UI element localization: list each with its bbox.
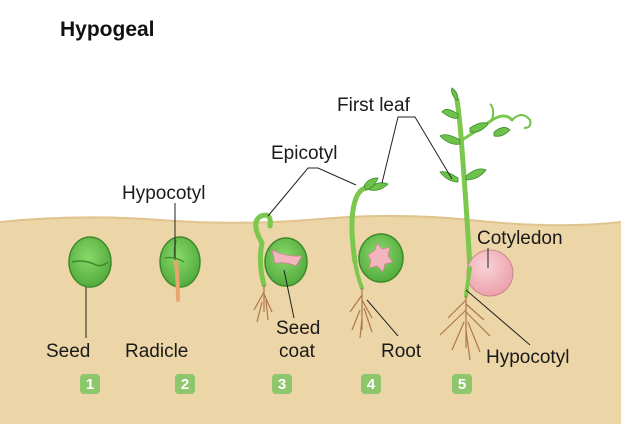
stage-number-5: 5 (458, 376, 466, 393)
stage-number-4: 4 (367, 376, 376, 393)
stage-badge-4: 4 (361, 374, 381, 394)
stage-5-plant (439, 87, 532, 361)
label-radicle: Radicle (125, 341, 188, 362)
label-first-leaf: First leaf (337, 95, 411, 116)
label-hypocotyl-top: Hypocotyl (122, 183, 205, 204)
label-epicotyl: Epicotyl (271, 143, 338, 164)
stage-2-seed (159, 236, 201, 302)
stage-badge-1: 1 (80, 374, 100, 394)
stage-3-seedling (253, 212, 308, 323)
radicle-shape (174, 260, 180, 302)
diagram-title: Hypogeal (60, 18, 155, 41)
stage-number-3: 3 (278, 376, 286, 393)
stage-badge-2: 2 (175, 374, 195, 394)
epicotyl-pointer-lines (267, 167, 357, 217)
root-pointer-line (366, 299, 399, 337)
label-root: Root (381, 341, 422, 362)
stage-badge-3: 3 (272, 374, 292, 394)
stage-1-seed (68, 236, 112, 288)
label-seed: Seed (46, 341, 90, 362)
soil-surface-line (0, 214, 621, 227)
stage-number-2: 2 (181, 376, 189, 393)
hypocotyl-pointer-line-bottom (465, 289, 531, 346)
stage-4-seedling (349, 177, 404, 339)
label-cotyledon: Cotyledon (477, 228, 563, 249)
first-leaf-pointer-lines (381, 116, 453, 184)
stage-badge-5: 5 (452, 374, 472, 394)
label-hypocotyl-bottom: Hypocotyl (486, 347, 569, 368)
label-seed-coat-line2: coat (279, 341, 316, 362)
label-seed-coat-line1: Seed (276, 318, 320, 339)
stage-number-1: 1 (86, 376, 94, 393)
seed-coat-pointer-line (283, 269, 295, 319)
soil (0, 215, 621, 424)
